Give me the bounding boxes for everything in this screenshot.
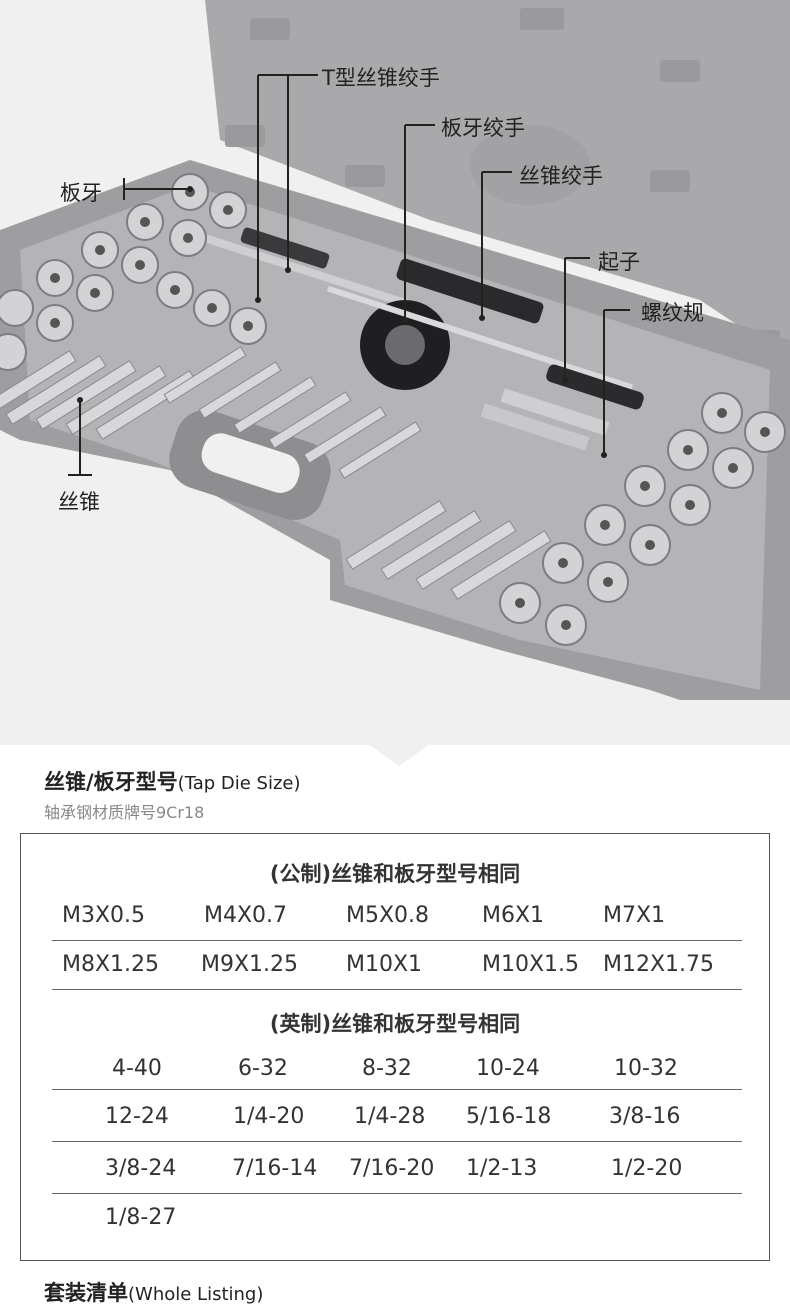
table-row: 3/8-24 7/16-14 7/16-20 1/2-13 1/2-20 bbox=[52, 1145, 742, 1194]
size-cell: 1/4-28 bbox=[354, 1104, 426, 1129]
callout-tap-wrench: 丝锥绞手 bbox=[519, 164, 603, 188]
size-cell: M7X1 bbox=[603, 903, 666, 928]
section-notch bbox=[365, 742, 433, 766]
size-cell: 1/2-13 bbox=[466, 1156, 538, 1181]
size-section-title: 丝锥/板牙型号(Tap Die Size) bbox=[44, 766, 301, 796]
size-cell: M6X1 bbox=[482, 903, 545, 928]
size-cell: 3/8-16 bbox=[609, 1104, 681, 1129]
size-title-en: (Tap Die Size) bbox=[177, 773, 301, 794]
size-cell: 8-32 bbox=[362, 1056, 412, 1081]
size-cell: 1/2-20 bbox=[611, 1156, 683, 1181]
row-divider bbox=[52, 1045, 742, 1090]
callout-tap: 丝锥 bbox=[58, 490, 100, 514]
callout-die: 板牙 bbox=[60, 181, 102, 205]
size-cell: M9X1.25 bbox=[201, 952, 299, 977]
size-cell: M3X0.5 bbox=[62, 903, 146, 928]
size-cell: 3/8-24 bbox=[105, 1156, 177, 1181]
table-row: 4-40 6-32 8-32 10-24 10-32 bbox=[52, 1045, 742, 1093]
size-title-cn: 丝锥/板牙型号 bbox=[44, 770, 178, 794]
size-cell: 12-24 bbox=[105, 1104, 169, 1129]
tool-case-illustration bbox=[0, 0, 790, 700]
table-row: M3X0.5 M4X0.7 M5X0.8 M6X1 M7X1 bbox=[52, 892, 742, 941]
size-cell: 1/8-27 bbox=[105, 1205, 177, 1230]
callout-screwdriver: 起子 bbox=[598, 250, 640, 274]
listing-title-cn: 套装清单 bbox=[44, 1281, 128, 1305]
size-cell: 4-40 bbox=[112, 1056, 162, 1081]
size-cell: M5X0.8 bbox=[346, 903, 430, 928]
callout-thread-gauge: 螺纹规 bbox=[641, 301, 704, 325]
table-row: 12-24 1/4-20 1/4-28 5/16-18 3/8-16 bbox=[52, 1093, 742, 1142]
imperial-group-title: (英制)丝锥和板牙型号相同 bbox=[269, 1012, 521, 1036]
material-subtitle: 轴承钢材质牌号9Cr18 bbox=[44, 803, 205, 822]
size-cell: M8X1.25 bbox=[62, 952, 160, 977]
size-cell: M10X1.5 bbox=[482, 952, 580, 977]
size-cell: 1/4-20 bbox=[233, 1104, 305, 1129]
size-table: (公制)丝锥和板牙型号相同 M3X0.5 M4X0.7 M5X0.8 M6X1 … bbox=[20, 833, 770, 1261]
size-cell: M10X1 bbox=[346, 952, 423, 977]
callout-t-wrench: T型丝锥绞手 bbox=[322, 66, 440, 90]
table-row: 1/8-27 bbox=[52, 1194, 742, 1242]
size-cell: 7/16-14 bbox=[232, 1156, 318, 1181]
size-cell: 10-24 bbox=[476, 1056, 540, 1081]
listing-section-title: 套装清单(Whole Listing) bbox=[44, 1277, 263, 1307]
callout-die-wrench: 板牙绞手 bbox=[441, 116, 525, 140]
size-cell: 10-32 bbox=[614, 1056, 678, 1081]
metric-group-title: (公制)丝锥和板牙型号相同 bbox=[269, 862, 521, 886]
size-cell: 6-32 bbox=[238, 1056, 288, 1081]
size-cell: M4X0.7 bbox=[204, 903, 288, 928]
listing-title-en: (Whole Listing) bbox=[128, 1284, 264, 1305]
table-row: M8X1.25 M9X1.25 M10X1 M10X1.5 M12X1.75 bbox=[52, 941, 742, 990]
size-cell: M12X1.75 bbox=[603, 952, 715, 977]
product-photo: T型丝锥绞手 板牙绞手 丝锥绞手 起子 螺纹规 板牙 丝锥 bbox=[0, 0, 790, 745]
size-cell: 5/16-18 bbox=[466, 1104, 552, 1129]
size-cell: 7/16-20 bbox=[349, 1156, 435, 1181]
